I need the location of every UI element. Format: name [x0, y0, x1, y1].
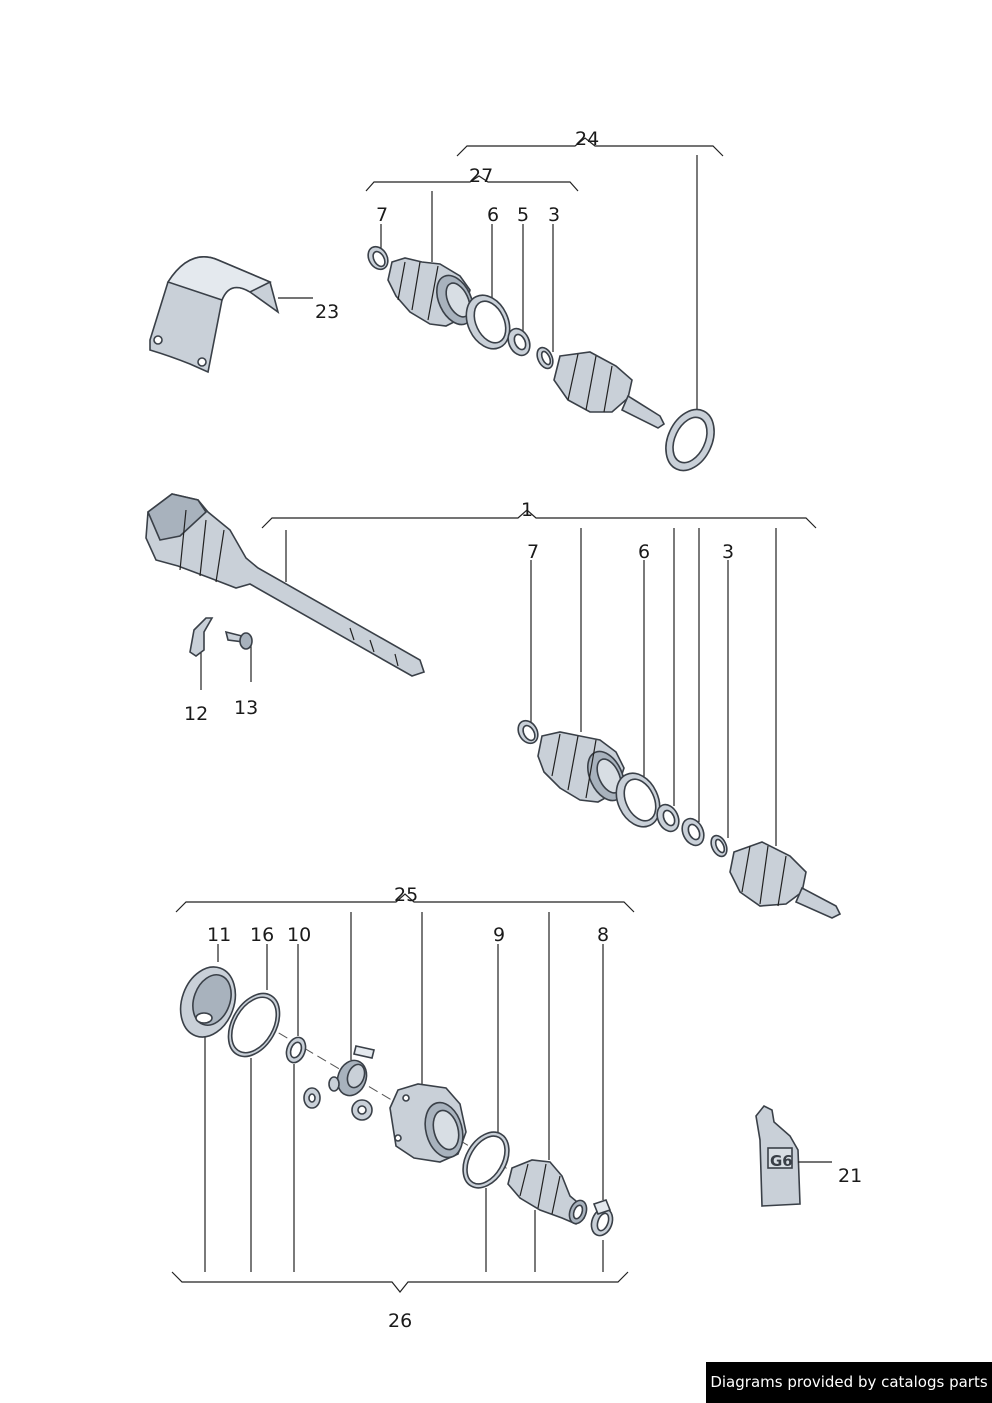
- callout-3-top: 3: [548, 204, 560, 226]
- callout-23: 23: [315, 301, 339, 323]
- band-clamp-part-6-mid: [615, 772, 661, 828]
- heat-shield-part-23: [149, 256, 280, 374]
- grease-tube-part-21: G6: [755, 1104, 801, 1207]
- callout-11: 11: [207, 924, 231, 946]
- grease-tube-label: G6: [770, 1152, 793, 1170]
- callout-26: 26: [388, 1310, 412, 1332]
- callout-7-mid: 7: [527, 541, 539, 563]
- callout-3-mid: 3: [722, 541, 734, 563]
- callout-10: 10: [287, 924, 311, 946]
- callout-25: 25: [394, 884, 418, 906]
- callout-21: 21: [838, 1165, 862, 1187]
- drive-shaft-part-1: [145, 493, 426, 677]
- cover-cap-part-11: [179, 966, 237, 1038]
- callout-9: 9: [493, 924, 505, 946]
- callout-12: 12: [184, 703, 208, 725]
- joint-housing-part: [389, 1083, 467, 1163]
- callout-16: 16: [250, 924, 274, 946]
- band-clamp-part-6-top: [465, 294, 511, 350]
- clamp-part-7-mid: [517, 719, 539, 745]
- callout-7-top: 7: [376, 204, 388, 226]
- bolt-part-13: [224, 630, 253, 650]
- washer-part-mid-b: [681, 817, 705, 847]
- clamp-part-8: [590, 1199, 614, 1237]
- washer-part-mid-a: [656, 803, 680, 833]
- band-clamp-part-9: [462, 1131, 510, 1189]
- bracket-25: [175, 893, 635, 913]
- bracket-24: [456, 137, 724, 157]
- o-ring-part-16: [227, 992, 281, 1058]
- clamp-part-7-top: [367, 245, 389, 271]
- callout-8: 8: [597, 924, 609, 946]
- callout-27: 27: [469, 165, 493, 187]
- boot-part-top: [387, 257, 474, 327]
- outer-cv-joint-part-mid: [729, 841, 842, 919]
- circlip-part-3-top: [536, 346, 554, 370]
- inner-joint-cage-part: [303, 1045, 375, 1121]
- boot-part-bottom: [507, 1159, 588, 1225]
- callout-1: 1: [521, 499, 533, 521]
- callout-5: 5: [517, 204, 529, 226]
- callout-6-mid: 6: [638, 541, 650, 563]
- bracket-1: [261, 509, 817, 529]
- bracket-part-12: [189, 617, 214, 657]
- callout-24: 24: [575, 128, 599, 150]
- credit-banner: Diagrams provided by catalogs parts: [706, 1362, 992, 1403]
- circlip-part-3-mid: [710, 834, 728, 858]
- callout-13: 13: [234, 697, 258, 719]
- outer-cv-joint-part-top: [553, 351, 666, 429]
- dished-washer-part-5-top: [507, 327, 531, 357]
- callout-6-top: 6: [487, 204, 499, 226]
- bracket-27: [365, 175, 579, 192]
- bracket-26: [171, 1271, 629, 1293]
- sealing-ring-part-24: [665, 408, 715, 472]
- boot-part-mid: [537, 731, 625, 803]
- washer-part-10: [285, 1036, 307, 1064]
